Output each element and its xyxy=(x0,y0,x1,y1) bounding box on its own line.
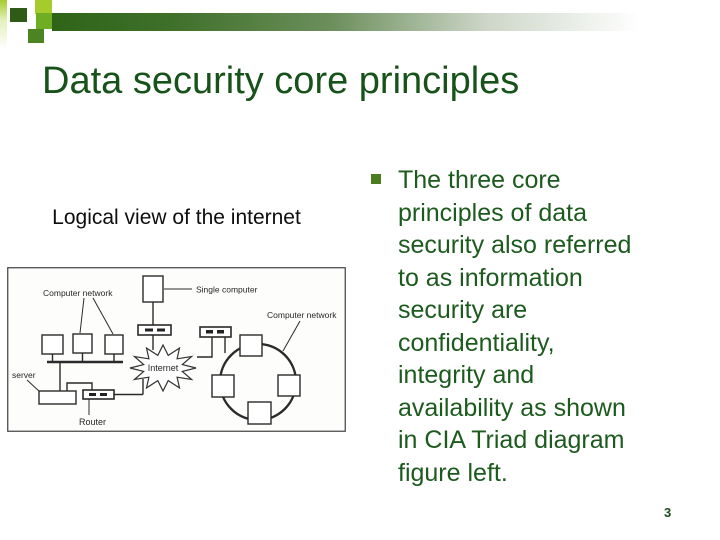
page-number: 3 xyxy=(664,505,672,520)
server-label: server xyxy=(12,370,36,380)
server-to-router-link xyxy=(66,382,93,391)
internet-cloud xyxy=(129,343,197,393)
ring-computer-right xyxy=(277,374,301,397)
accent-square-bright xyxy=(36,13,52,29)
router-label: Router xyxy=(79,417,106,427)
router-bottom xyxy=(82,389,115,400)
left-callout-line-2 xyxy=(92,297,114,335)
left-computer-3 xyxy=(104,334,124,355)
bullet-square-icon xyxy=(371,174,381,184)
left-computer-1 xyxy=(41,334,64,355)
server-box xyxy=(38,390,77,405)
figure-heading: Logical view of the internet xyxy=(52,206,301,229)
slide-title: Data security core principles xyxy=(42,60,520,102)
router-right xyxy=(199,326,232,338)
server-callout-line xyxy=(26,379,41,393)
ring-computer-top xyxy=(239,334,263,357)
ring-computer-bottom xyxy=(247,401,272,425)
router-center xyxy=(137,324,172,336)
left-computer-2 xyxy=(72,333,93,354)
right-callout-line xyxy=(282,320,301,352)
computer-network-left-label: Computer network xyxy=(43,288,113,298)
computer-network-right-label: Computer network xyxy=(267,310,337,320)
accent-square-dark xyxy=(10,8,27,22)
left-callout-line-1 xyxy=(79,297,85,334)
network-diagram: Single computer Computer network server … xyxy=(7,267,346,432)
bullet-item: The three core principles of data securi… xyxy=(371,164,681,489)
single-computer-box xyxy=(142,275,164,303)
bullet-text: The three core principles of data securi… xyxy=(398,166,632,487)
accent-square-medium xyxy=(28,29,44,43)
header-gradient-bar xyxy=(52,13,720,31)
single-computer-label: Single computer xyxy=(196,285,258,295)
ring-computer-left xyxy=(211,374,235,398)
accent-square-chartreuse xyxy=(35,0,52,14)
left-accent-strip xyxy=(0,0,7,50)
right-router-cloud-link xyxy=(197,337,213,358)
internet-label: Internet xyxy=(148,363,179,373)
